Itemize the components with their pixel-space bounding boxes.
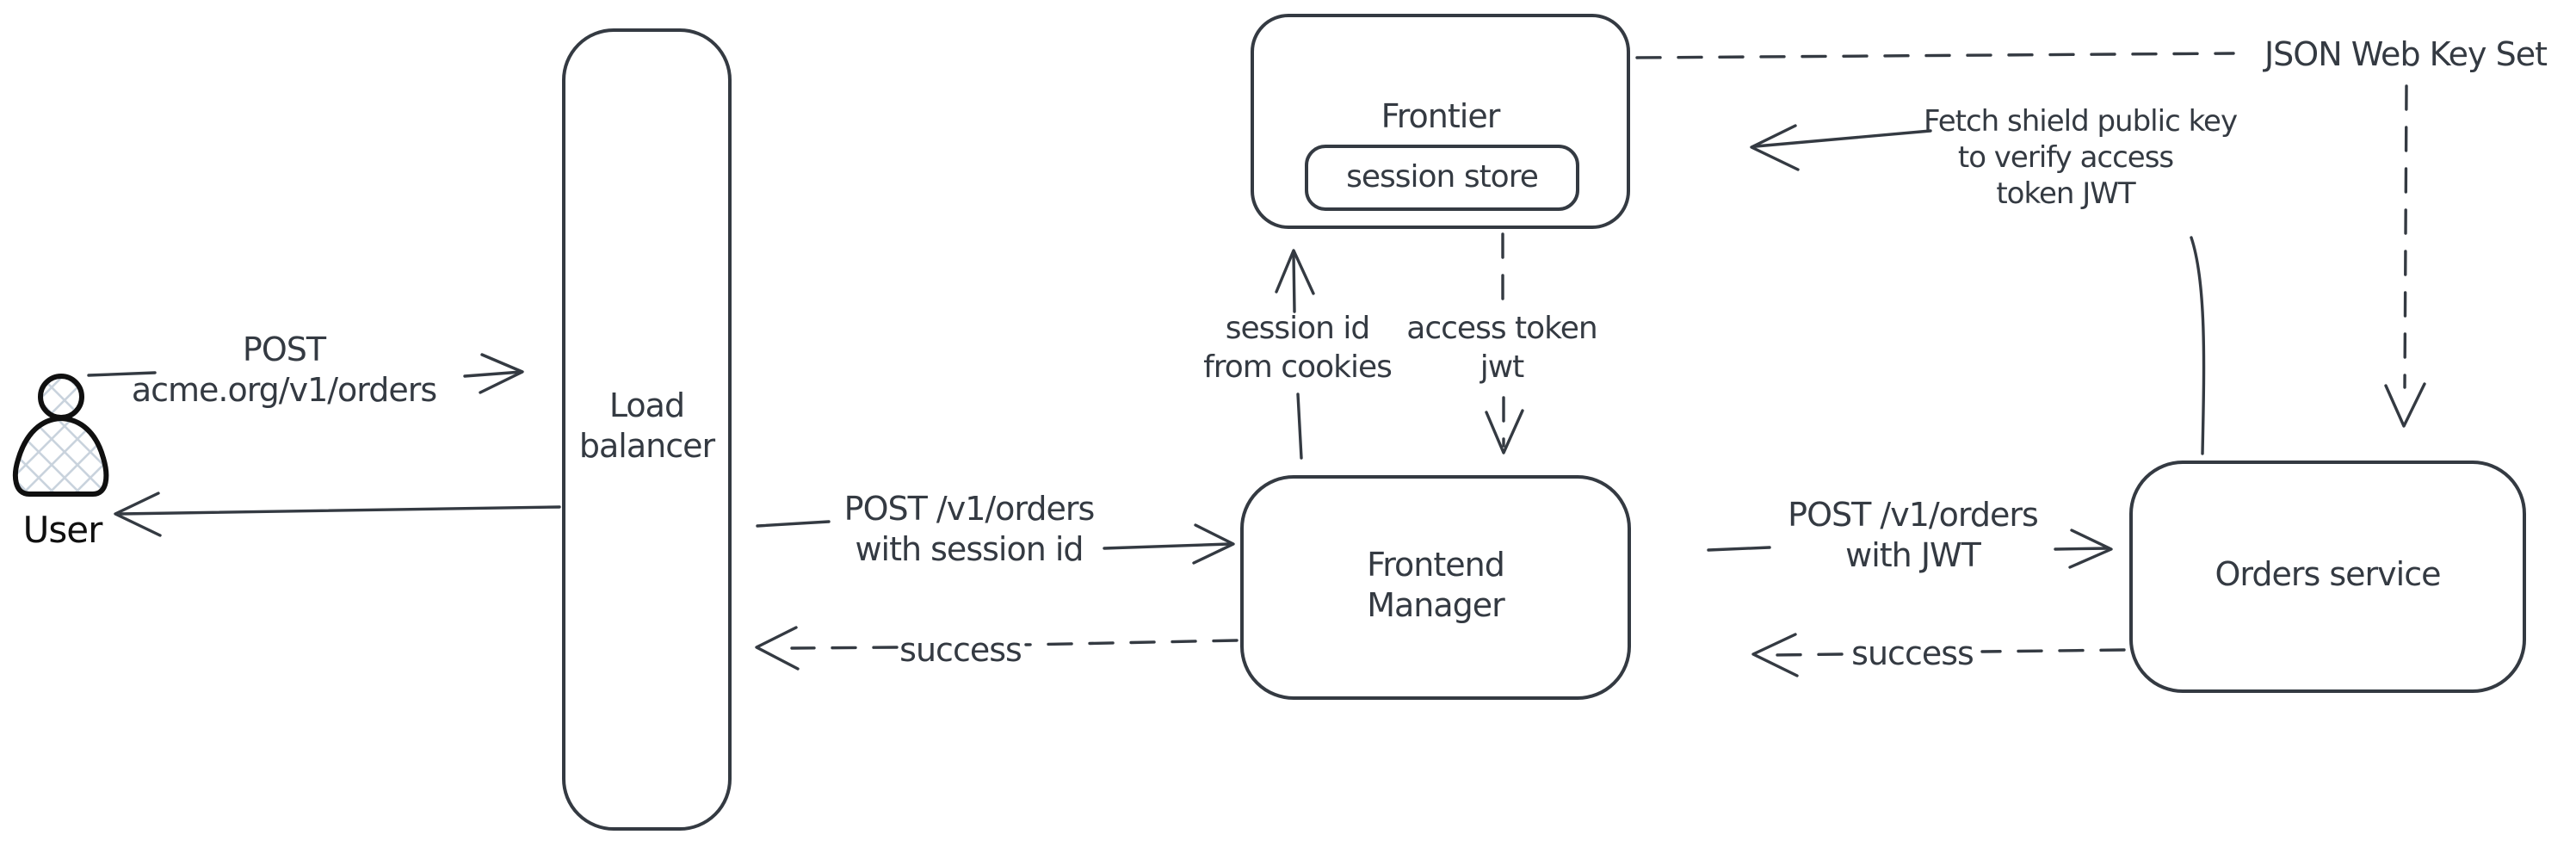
edge-label-fetch-shield-public-key: Fetch shield public key to verify access… (1924, 104, 2238, 212)
user-icon (12, 374, 109, 497)
user-label: User (4, 508, 120, 553)
arrow-orders-to-fm-success (1751, 633, 2126, 677)
dashed-line-frontier-to-jwks (1635, 52, 2235, 59)
arrow-jwks-to-orders (2384, 84, 2426, 428)
orders-service-box (2129, 461, 2526, 693)
edge-label-success-left: success (899, 631, 1022, 669)
arrow-frontier-to-fm (1485, 232, 1524, 454)
orders-service-label: Orders service (2215, 555, 2442, 593)
load-balancer-label: Load balancer (578, 386, 715, 466)
edge-label-session-id-from-cookies: session id from cookies (1203, 311, 1393, 385)
frontier-box (1251, 14, 1630, 229)
user-icon-body (12, 415, 109, 497)
arrow-lb-to-fm (756, 520, 1235, 565)
arrow-orders-to-frontier-fetch-key (1750, 124, 2206, 455)
edge-label-access-token-jwt: access token jwt (1406, 311, 1597, 385)
frontend-manager-label: Frontend Manager (1367, 546, 1505, 625)
edge-label-json-web-key-set: JSON Web Key Set (2264, 35, 2548, 73)
edge-label-success-right: success (1851, 634, 1974, 672)
frontier-label: Frontier (1381, 97, 1501, 135)
load-balancer-box (562, 28, 732, 831)
frontend-manager-box (1240, 475, 1631, 700)
arrow-fm-to-frontier (1275, 249, 1315, 460)
session-store-label: session store (1346, 159, 1539, 195)
user-label-text: User (22, 509, 103, 551)
edge-label-post-orders-jwt: POST /v1/orders with JWT (1788, 496, 2039, 575)
session-store-box (1305, 145, 1579, 211)
arrow-lb-to-user (114, 492, 561, 537)
arrow-user-to-lb (87, 353, 524, 394)
edge-label-post-orders-session-id: POST /v1/orders with session id (843, 490, 1096, 569)
user-icon-head (38, 374, 84, 420)
arrow-fm-to-lb-success (755, 626, 1239, 671)
arrow-fm-to-orders (1707, 529, 2113, 569)
edge-label-post-acme-orders: POST acme.org/v1/orders (131, 331, 437, 410)
